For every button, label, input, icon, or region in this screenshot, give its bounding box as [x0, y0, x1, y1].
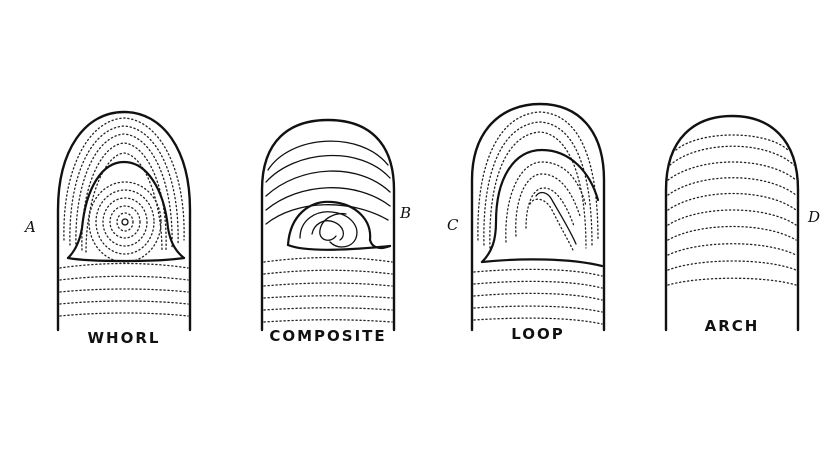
figure-label-composite: COMPOSITE	[269, 327, 386, 345]
finger-outline-composite	[260, 118, 396, 332]
figure-letter-loop: C	[447, 216, 459, 234]
loop-outer-ridges	[477, 111, 599, 249]
finger-outline-whorl	[56, 110, 192, 332]
loop-core-ridges	[505, 161, 587, 253]
figure-label-whorl: WHORL	[88, 329, 161, 347]
composite-upper-ridges	[265, 140, 391, 225]
finger-outline-loop	[470, 102, 606, 332]
figure-arch: D ARCH	[664, 114, 820, 335]
figure-label-loop: LOOP	[511, 325, 565, 343]
figure-composite: B COMPOSITE	[260, 118, 411, 345]
whorl-concentric-rings	[88, 181, 162, 263]
whorl-core-boundary	[66, 160, 186, 260]
figure-whorl: A WHORL	[23, 110, 192, 347]
figure-loop: C LOOP	[447, 102, 606, 343]
figure-label-arch: ARCH	[705, 317, 760, 335]
loop-core-boundary	[480, 148, 600, 264]
finger-outline-arch	[664, 114, 800, 332]
whorl-lower-ridges	[59, 262, 189, 317]
composite-lower-ridges	[263, 256, 393, 323]
arch-ridges	[667, 134, 797, 286]
figure-letter-composite: B	[399, 204, 411, 222]
figure-letter-arch: D	[807, 208, 820, 226]
composite-spiral-core	[286, 200, 392, 251]
loop-lower-ridges	[473, 268, 603, 325]
figure-letter-whorl: A	[23, 218, 36, 236]
